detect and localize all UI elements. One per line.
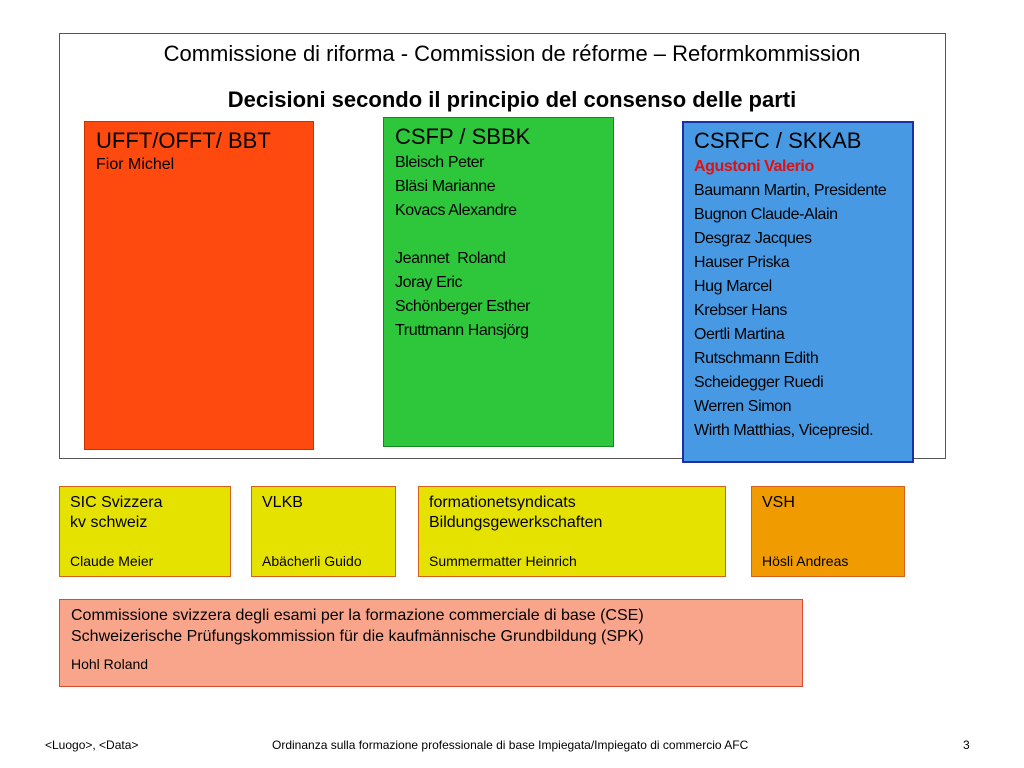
csrfc-member: Oertli Martina xyxy=(694,326,785,343)
csrfc-member: Bugnon Claude-Alain xyxy=(694,206,838,223)
org-name-alt: Bildungsgewerkschaften xyxy=(429,514,603,531)
csrfc-member: Scheidegger Ruedi xyxy=(694,374,824,391)
ufft-heading: UFFT/OFFT/ BBT xyxy=(96,128,271,153)
org-name: VSH xyxy=(762,494,795,511)
org-representative: Claude Meier xyxy=(70,553,154,569)
cse-box: Commissione svizzera degli esami per la … xyxy=(59,599,803,687)
org-box-vsh: VSH Hösli Andreas xyxy=(751,486,905,577)
ufft-box: UFFT/OFFT/ BBT Fior Michel xyxy=(84,121,314,450)
org-name: VLKB xyxy=(262,494,303,511)
csfp-member: Schönberger Esther xyxy=(395,298,531,315)
page-number: 3 xyxy=(963,738,970,752)
csrfc-member: Rutschmann Edith xyxy=(694,350,819,367)
org-name-alt: kv schweiz xyxy=(70,514,148,531)
org-representative: Summermatter Heinrich xyxy=(429,553,577,569)
csrfc-member: Hug Marcel xyxy=(694,278,772,295)
csfp-member: Jeannet Roland xyxy=(395,250,506,267)
csfp-heading: CSFP / SBBK xyxy=(395,124,531,149)
csrfc-highlighted-member: Agustoni Valerio xyxy=(694,158,814,175)
org-name: SIC Svizzera xyxy=(70,494,163,511)
csfp-box: CSFP / SBBK Bleisch Peter Bläsi Marianne… xyxy=(383,117,614,447)
cse-representative: Hohl Roland xyxy=(71,656,149,672)
ufft-member: Fior Michel xyxy=(96,156,175,173)
csrfc-member: Krebser Hans xyxy=(694,302,788,319)
csrfc-member: Wirth Matthias, Vicepresid. xyxy=(694,422,874,439)
csrfc-member: Werren Simon xyxy=(694,398,792,415)
csfp-member: Joray Eric xyxy=(395,274,463,291)
org-name: formationetsyndicats xyxy=(429,494,576,511)
csrfc-member: Baumann Martin, Presidente xyxy=(694,182,887,199)
csfp-member: Truttmann Hansjörg xyxy=(395,322,529,339)
org-box-vlkb: VLKB Abächerli Guido xyxy=(251,486,396,577)
csrfc-member: Hauser Priska xyxy=(694,254,790,271)
cse-title-de: Schweizerische Prüfungskommission für di… xyxy=(71,628,644,645)
csrfc-box: CSRFC / SKKAB Agustoni Valerio Baumann M… xyxy=(682,121,914,463)
org-representative: Hösli Andreas xyxy=(762,553,849,569)
org-box-sic: SIC Svizzera kv schweiz Claude Meier xyxy=(59,486,231,577)
cse-title-it: Commissione svizzera degli esami per la … xyxy=(71,607,644,624)
org-representative: Abächerli Guido xyxy=(262,553,362,569)
page-title: Commissione di riforma - Commission de r… xyxy=(163,41,861,66)
csfp-member: Bleisch Peter xyxy=(395,154,485,171)
csrfc-heading: CSRFC / SKKAB xyxy=(694,128,862,153)
csrfc-member: Desgraz Jacques xyxy=(694,230,812,247)
footer-title: Ordinanza sulla formazione professionale… xyxy=(272,738,749,752)
csfp-member: Kovacs Alexandre xyxy=(395,202,517,219)
org-box-formationetsyndicats: formationetsyndicats Bildungsgewerkschaf… xyxy=(418,486,726,577)
csfp-member: Bläsi Marianne xyxy=(395,178,496,195)
footer-place-date: <Luogo>, <Data> xyxy=(45,738,139,752)
page-subtitle: Decisioni secondo il principio del conse… xyxy=(227,87,797,112)
